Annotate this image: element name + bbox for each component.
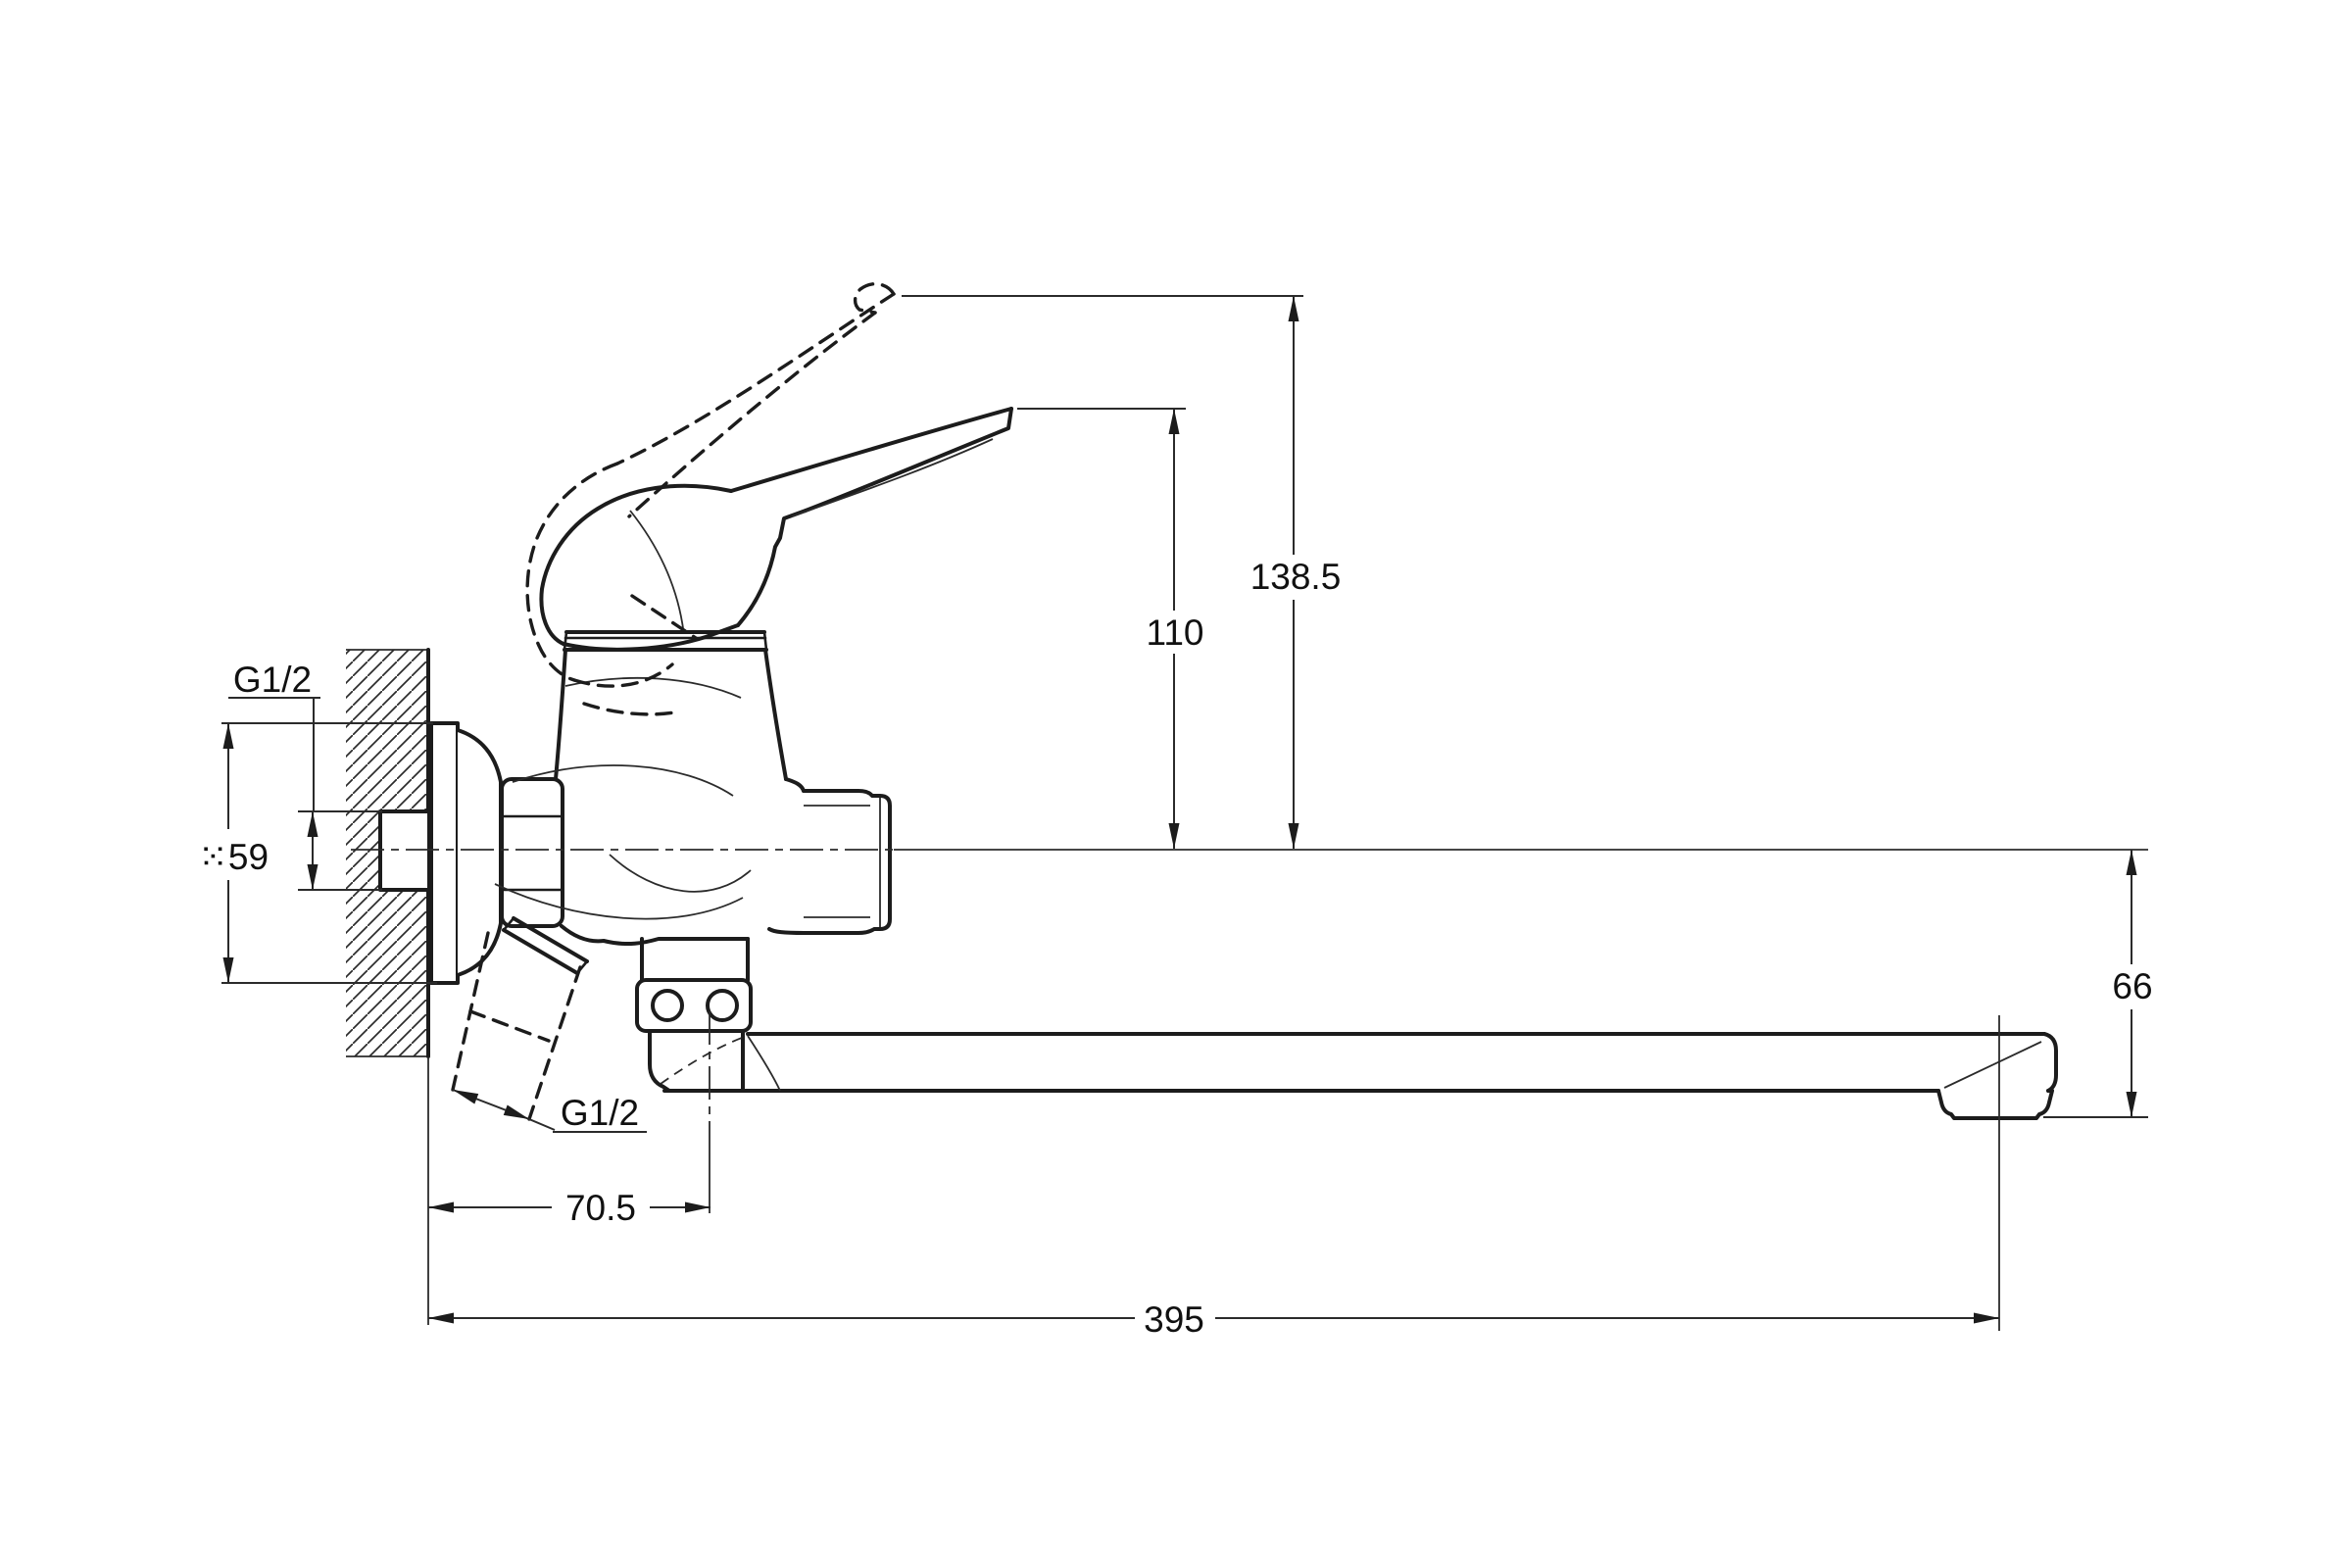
body-left-edge (554, 648, 567, 781)
handle-lowered (539, 407, 1013, 652)
shower-collar-line (502, 928, 579, 975)
escutcheon-plate (429, 721, 460, 985)
body-contour-line (512, 764, 734, 797)
arrow-right (685, 1201, 710, 1213)
inlet-pipe-nipple (378, 809, 431, 892)
shower-thread-label: G1/2 (561, 1093, 639, 1133)
wall-to-shower-axis-label: 70.5 (565, 1188, 636, 1228)
body-contour-line (564, 676, 742, 699)
dimensions: G1/2 ⁙59 110 (188, 295, 2164, 1341)
dimension-escutcheon-diameter: ⁙59 (188, 722, 437, 984)
handle-lever-inner-line (791, 438, 994, 517)
arrow-down (307, 864, 318, 890)
arrow-up (1288, 296, 1299, 321)
arrow-up (307, 811, 318, 837)
spout-root-curve (747, 1035, 781, 1092)
handle-dome-bottom (562, 623, 740, 652)
holder-screw-hole (706, 989, 739, 1022)
body-contour-line (494, 883, 744, 920)
spout-aerator (1936, 1089, 2054, 1120)
shower-thread-mid-line (468, 1009, 551, 1043)
raised-lever-top-edge (615, 292, 896, 466)
shower-thread-edge (527, 965, 582, 1121)
faucet-body (429, 630, 2058, 1120)
arrow-up (2126, 850, 2137, 875)
arrow-down (2126, 1092, 2137, 1117)
dimension-inlet-thread: G1/2 (228, 660, 320, 811)
dimension-shower-thread: G1/2 (452, 1089, 647, 1133)
arrow-right (1974, 1312, 1999, 1324)
arrow-left (428, 1312, 454, 1324)
wall-section (346, 648, 431, 1058)
raised-lever-tip (853, 282, 896, 315)
handle-dome-inner-line (629, 510, 684, 629)
raised-hidden-edge (630, 594, 698, 640)
handle-raised-phantom (525, 282, 896, 716)
handle-lever-bottom-edge (804, 407, 1013, 513)
arrow-up (222, 723, 234, 749)
handle-raised-height-label: 138.5 (1250, 557, 1342, 597)
escutcheon-cone (456, 728, 503, 977)
spout-end (2042, 1032, 2058, 1093)
centerlines (351, 849, 2148, 1331)
body-contour-line (609, 854, 752, 893)
shower-collar-line (512, 916, 589, 963)
dimension-spout-reach: 395 (428, 1296, 1999, 1341)
shower-outlet (451, 916, 589, 1121)
dimension-spout-drop: 66 (2043, 850, 2164, 1118)
raised-dome-bottom (572, 662, 674, 688)
arrow-left (428, 1201, 454, 1213)
escutcheon-diameter-label: ⁙59 (198, 837, 269, 877)
spout-end-section-line (1943, 1041, 2042, 1089)
handle-dome-left (539, 483, 733, 646)
raised-lever-bottom-edge (627, 311, 877, 518)
dimension-wall-to-shower-axis: 70.5 (428, 1184, 710, 1231)
dimension-handle-raised-height: 138.5 (902, 295, 1350, 849)
raised-hidden-edge (582, 702, 676, 716)
arrow-left (453, 1090, 479, 1104)
arrow-down (1288, 823, 1299, 849)
body-bottom-edge (560, 924, 750, 947)
spout-drop-label: 66 (2112, 966, 2152, 1006)
dimension-handle-height: 110 (1017, 408, 1210, 849)
label-leader (528, 1118, 556, 1131)
handle-height-label: 110 (1147, 612, 1204, 653)
elbow-hidden-edge (660, 1037, 743, 1085)
handle-lever-top-edge (729, 407, 1013, 493)
body-right-edge (763, 648, 788, 781)
handle-dome-right (736, 509, 808, 627)
raised-dome-arc (525, 462, 619, 682)
holder-screw-hole (651, 989, 684, 1022)
outlet-connector (767, 789, 892, 935)
inlet-thread-label: G1/2 (233, 660, 312, 700)
spout-reach-label: 395 (1144, 1299, 1204, 1340)
arrow-right (503, 1104, 529, 1119)
arrow-up (1168, 409, 1180, 434)
arrow-down (222, 957, 234, 983)
mounting-hex-nut (500, 777, 564, 928)
dimension-pipe-thread (298, 810, 382, 891)
arrow-down (1168, 823, 1180, 849)
